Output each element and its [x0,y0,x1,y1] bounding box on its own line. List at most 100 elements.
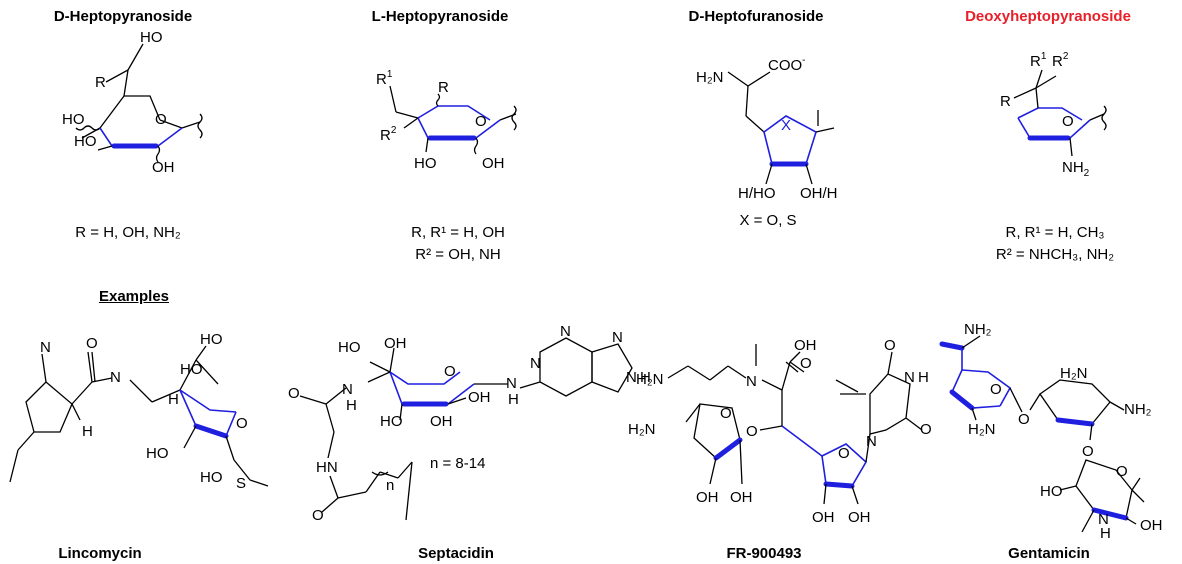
atom-label: O [746,423,758,440]
atom-label: O [236,415,248,432]
example-name-lincomycin: Lincomycin [58,545,142,562]
title-d-heptopyranoside: D-Heptopyranoside [53,8,193,25]
atom-label: NH₂ [1124,401,1152,418]
condition-3: X = O, S [739,212,797,229]
title-d-heptofuranoside: D-Heptofuranoside [688,8,824,25]
condition-1: R = H, OH, NH₂ [75,224,181,241]
atom-label: HN [316,459,338,476]
atom-label: N [560,323,571,340]
structure-septacidin: HO OH O N H O OH HO OH N H N N N N H HN … [288,323,651,524]
title-prefix: D [688,8,700,25]
atom-label: O [990,381,1002,398]
atom-label: N [626,369,637,386]
atom-label: HO [146,445,169,462]
atom-label: O [1062,113,1074,130]
atom-label: O [288,385,300,402]
atom-label: HO [180,361,203,378]
atom-label: HO [1040,483,1063,500]
atom-label: n [386,477,394,494]
atom-label: H₂N [1060,365,1088,382]
atom-label: H₂N [628,421,656,438]
example-name-fr900493: FR-900493 [726,545,802,562]
structure-d-heptopyranoside: HO R HO HO O OH [62,29,203,176]
title-prefix: L [371,8,381,25]
atom-label: HO [62,111,85,128]
atom-label: O [1082,443,1094,460]
structure-fr900493: H₂N N O OH O N H N O H₂N O O O OH OH OH … [628,337,932,526]
atom-label: O [312,507,324,524]
atom-label: N [110,369,121,386]
atom-label: N [40,339,51,356]
structure-deoxyheptopyranoside: R1 R2 R O NH2 [1000,51,1107,179]
structure-lincomycin: N O N H HO H HO O HO HO S [9,331,269,492]
atom-label: O [838,445,850,462]
atom-label: H [82,423,93,440]
atom-label: R [1000,93,1011,110]
atom-label: O [800,355,812,372]
septacidin-note: n = 8-14 [430,455,485,472]
atom-label: R [438,79,449,96]
atom-label: N [342,381,353,398]
atom-label: H [1100,525,1111,542]
atom-label: N [612,329,623,346]
atom-label: OH [468,389,491,406]
atom-label: H [918,369,929,386]
atom-label: O [475,113,487,130]
atom-label: O [720,405,732,422]
atom-label: S [236,475,246,492]
structure-l-heptopyranoside: R1 R R2 O HO OH [376,69,517,172]
atom-label: H [168,391,179,408]
atom-label: R2 [1052,51,1069,70]
atom-label: N [904,369,915,386]
atom-label: R2 [380,125,397,144]
atom-label: COO- [768,55,806,74]
atom-label: O [86,335,98,352]
atom-label: H [640,369,651,386]
example-name-gentamicin: Gentamicin [1008,545,1090,562]
atom-label: N [506,375,517,392]
title-deoxyheptopyranoside: Deoxyheptopyranoside [965,8,1131,25]
atom-label: H/HO [738,185,776,202]
atom-label: H₂N [696,69,724,86]
atom-label: O [1116,463,1128,480]
atom-label: OH [794,337,817,354]
atom-label: OH [696,489,719,506]
atom-label: N [530,355,541,372]
atom-label: OH [430,413,453,430]
atom-label: N [746,373,757,390]
example-name-septacidin: Septacidin [418,545,494,562]
atom-label: OH [482,155,505,172]
atom-label: OH [1140,517,1163,534]
atom-label: HO [140,29,163,46]
atom-label: O [920,421,932,438]
atom-label: OH [848,509,871,526]
atom-label: NH2 [1062,159,1090,179]
atom-label: O [884,337,896,354]
examples-heading: Examples [98,288,170,305]
atom-label: N [866,433,877,450]
atom-label: OH [730,489,753,506]
atom-label: HO [200,331,223,348]
atom-label: NH₂ [964,321,992,338]
atom-label: N [1098,511,1109,528]
atom-label: HO [200,469,223,486]
atom-label: H₂N [968,421,996,438]
atom-label: H [508,391,519,408]
atom-label: OH [152,159,175,176]
atom-label: HO [74,133,97,150]
title-prefix: D [53,8,65,25]
atom-label: X [781,117,791,134]
atom-label: OH [812,509,835,526]
structure-gentamicin: NH₂ O H₂N H₂N NH₂ O O O HO N H OH [939,321,1163,542]
atom-label: R1 [376,69,393,88]
atom-label: O [1018,411,1030,428]
atom-label: O [444,363,456,380]
atom-label: R1 [1030,51,1047,70]
structure-d-heptofuranoside: H₂N COO- X H/HO OH/H [696,55,838,202]
atom-label: H₂N [636,371,664,388]
atom-label: HO [338,339,361,356]
atom-label: OH [384,335,407,352]
